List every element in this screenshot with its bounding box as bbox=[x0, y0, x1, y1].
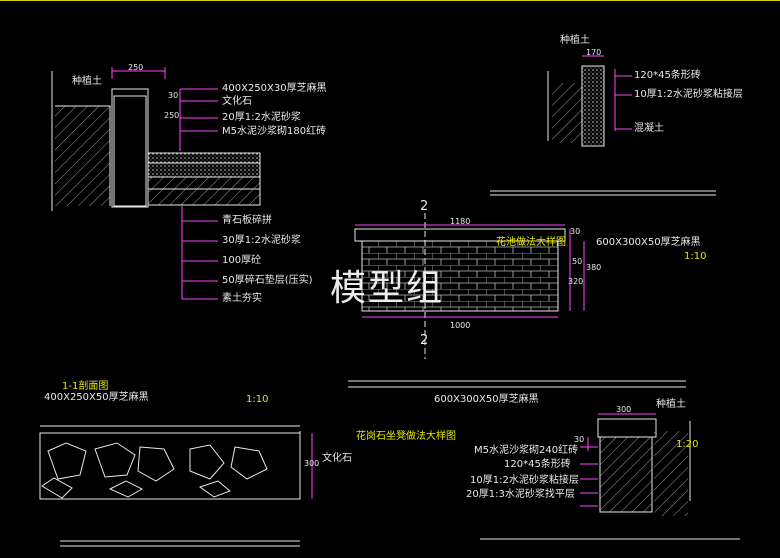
bl-scale: 1:10 bbox=[246, 394, 269, 405]
tr-callout-3: 混凝土 bbox=[634, 123, 664, 134]
section-mark-top: 2 bbox=[420, 199, 429, 214]
section-mark-bottom: 2 bbox=[420, 333, 429, 348]
tr-soil-label: 种植土 bbox=[560, 35, 590, 46]
br-soil-label: 种植土 bbox=[656, 399, 686, 410]
br-dim-side: 30 bbox=[574, 435, 585, 444]
center-dim-top: 1180 bbox=[450, 217, 471, 226]
detail-top-right bbox=[490, 55, 716, 196]
watermark: 模型组 bbox=[330, 268, 445, 309]
center-dim-bottom: 1000 bbox=[450, 321, 471, 330]
center-dim-side-2: 50 bbox=[572, 257, 583, 266]
detail-bottom-left bbox=[39, 380, 686, 547]
center-scale: 1:10 bbox=[684, 251, 707, 262]
callout-4: M5水泥沙浆砌180红砖 bbox=[222, 126, 327, 137]
br-callout-1: M5水泥沙浆砌240红砖 bbox=[474, 445, 579, 456]
callout-8: 50厚碎石垫层(压实) bbox=[222, 275, 313, 286]
br-top-label: 600X300X50厚芝麻黑 bbox=[434, 394, 539, 405]
center-dim-side-1: 30 bbox=[570, 227, 581, 236]
br-callout-4: 20厚1:3水泥砂浆找平层 bbox=[466, 489, 575, 500]
dim-width: 250 bbox=[128, 63, 144, 72]
tr-callout-1: 120*45条形砖 bbox=[634, 70, 701, 81]
br-title: 花岗石坐凳做法大样图 bbox=[356, 431, 456, 442]
center-dim-side-4: 380 bbox=[586, 263, 602, 272]
callout-1: 400X250X30厚芝麻黑 bbox=[222, 83, 327, 94]
dim-b: 250 bbox=[164, 111, 180, 120]
bl-title: 1-1剖面图 bbox=[62, 381, 109, 392]
bl-side-label: 文化石 bbox=[322, 453, 352, 464]
bl-top-label: 400X250X50厚芝麻黑 bbox=[44, 392, 149, 403]
center-title: 花池做法大样图 bbox=[496, 237, 566, 248]
br-dim-top: 300 bbox=[616, 405, 632, 414]
callout-9: 素土夯实 bbox=[222, 293, 262, 304]
detail-center-brick bbox=[354, 213, 585, 359]
dim-a: 30 bbox=[168, 91, 179, 100]
bl-dim-side: 300 bbox=[304, 459, 320, 468]
br-callout-2: 120*45条形砖 bbox=[504, 459, 571, 470]
detail-top-left bbox=[51, 67, 261, 300]
br-scale: 1:20 bbox=[676, 439, 699, 450]
center-dim-side-3: 320 bbox=[568, 277, 584, 286]
callout-2: 文化石 bbox=[222, 96, 252, 107]
tr-dim-top: 170 bbox=[586, 48, 602, 57]
tr-callout-2: 10厚1:2水泥砂浆粘接层 bbox=[634, 89, 743, 100]
br-callout-3: 10厚1:2水泥砂浆粘接层 bbox=[470, 475, 579, 486]
center-stone-label: 600X300X50厚芝麻黑 bbox=[596, 237, 701, 248]
callout-7: 100厚砼 bbox=[222, 255, 262, 266]
detail-bottom-right bbox=[480, 413, 740, 540]
soil-label: 种植土 bbox=[72, 76, 102, 87]
callout-6: 30厚1:2水泥砂浆 bbox=[222, 235, 301, 246]
callout-3: 20厚1:2水泥砂浆 bbox=[222, 112, 301, 123]
callout-5: 青石板碎拼 bbox=[222, 215, 272, 226]
